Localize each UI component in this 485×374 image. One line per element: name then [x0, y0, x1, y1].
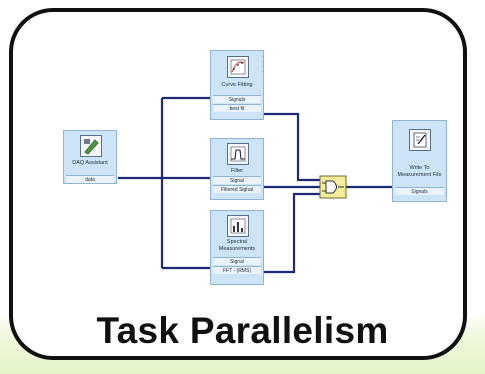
write-measurement-file-block[interactable]: Write To Measurement File Signals [392, 120, 447, 202]
curve-signals-port[interactable]: Signals [213, 95, 261, 103]
spectral-measurements-icon [227, 215, 249, 237]
daq-assistant-name: DAQ Assistant [72, 160, 108, 166]
wire-curve-out [264, 112, 320, 182]
filter-block[interactable]: Filter Signal Filtered Signal [210, 138, 264, 200]
filter-signal-port[interactable]: Signal [213, 176, 261, 184]
curve-bestfit-port[interactable]: best fit [213, 104, 261, 112]
wire-spectral-out [264, 192, 320, 274]
filter-icon [227, 143, 249, 165]
daq-data-port[interactable]: data [66, 175, 114, 183]
spectral-name-line1: Spectral [226, 239, 248, 245]
page-title: Task Parallelism [96, 310, 389, 351]
write-to-file-icon [409, 129, 431, 151]
write-name-line2: Measurement File [397, 172, 442, 178]
spectral-signal-port[interactable]: Signal [213, 257, 261, 265]
filter-name: Filter [230, 168, 244, 174]
spectral-measurements-block[interactable]: Spectral Measurements Signal FFT - (RMS) [210, 210, 264, 285]
filter-filtered-port[interactable]: Filtered Signal [213, 185, 261, 193]
curve-fitting-terminals: ···· [262, 54, 264, 75]
curve-fitting-block[interactable]: Curve Fitting Signals best fit ···· [210, 50, 264, 120]
curve-fitting-icon [227, 56, 249, 78]
spectral-fft-port[interactable]: FFT - (RMS) [213, 266, 261, 274]
daq-assistant-icon [80, 135, 102, 157]
curve-fitting-name: Curve Fitting [221, 82, 253, 88]
write-signals-port[interactable]: Signals [395, 187, 444, 195]
write-name-line1: Write To [409, 165, 430, 171]
daq-assistant-block[interactable]: DAQ Assistant data [63, 130, 117, 184]
spectral-name-line2: Measurements [218, 246, 256, 252]
merge-signals-icon [319, 175, 347, 199]
